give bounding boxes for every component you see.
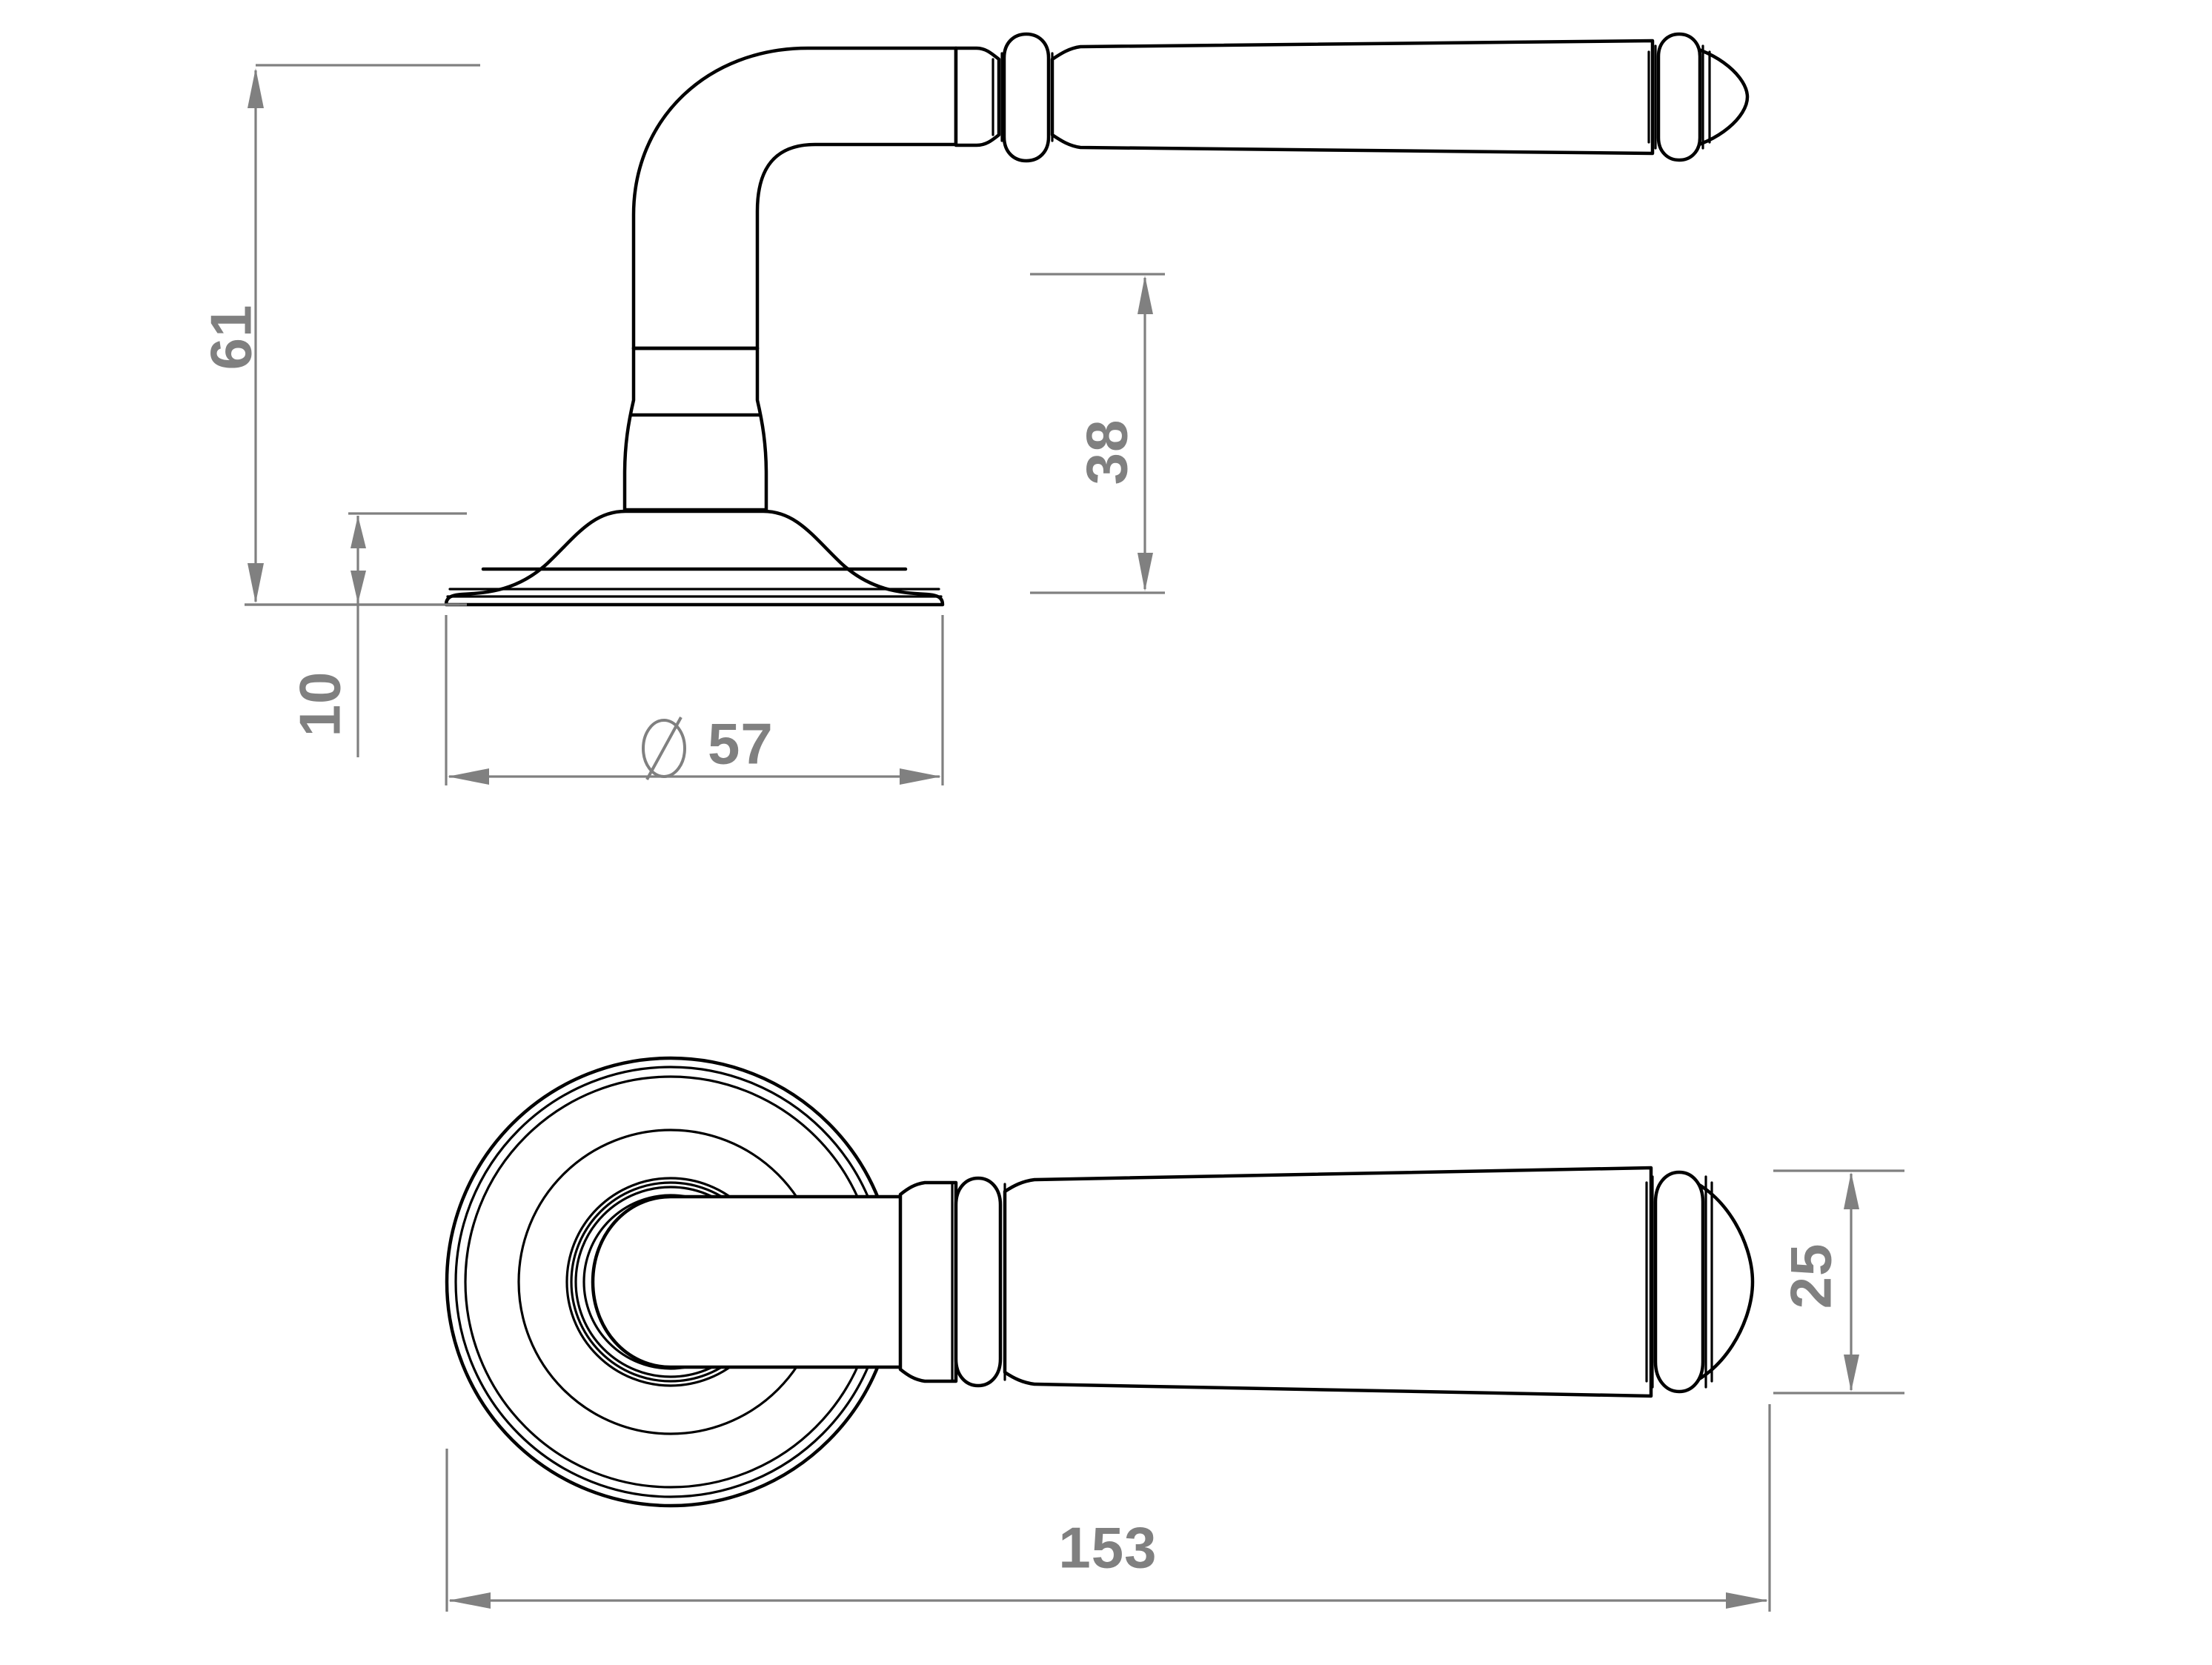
rosette-side-profile [444,509,945,607]
dimension-61: 61 [199,64,480,606]
dim-25-arrow-top [1844,1172,1859,1209]
dimension-10: 10 [245,512,467,757]
dim-10-arrow-bottom [351,571,366,603]
dimension-25: 25 [1773,1169,1904,1395]
dimension-38: 38 [1030,273,1165,594]
lever-arm-side [954,32,1750,163]
dim-57-arrow-right [900,768,941,785]
dimension-153: 153 [445,1404,1771,1612]
dimension-10-label: 10 [288,671,353,737]
dimension-38-label: 38 [1075,419,1140,485]
dim-38-arrow-bottom [1137,553,1153,591]
dim-57-arrow-left [448,768,489,785]
dim-61-arrow-bottom [248,563,264,603]
side-elevation-view [444,32,1750,607]
dimension-153-label: 153 [1058,1515,1157,1581]
dim-61-arrow-top [248,68,264,108]
dim-153-arrow-right [1726,1592,1768,1609]
handle-end-cap-side [1647,32,1750,162]
decorative-collar-plan [898,1176,1014,1388]
dim-38-arrow-top [1137,276,1153,314]
dim-25-arrow-bottom [1844,1355,1859,1392]
lever-neck-plan [591,1194,905,1369]
handle-neck-side [622,346,768,512]
handle-elbow-side [631,46,958,350]
dim-10-arrow-top [351,516,366,548]
dimension-61-label: 61 [199,305,264,370]
dimension-57-label: 57 [708,711,774,777]
handle-end-cap-plan [1645,1170,1755,1394]
plan-view [445,1056,1755,1508]
diameter-symbol-icon [642,717,686,780]
dimension-25-label: 25 [1778,1243,1844,1309]
lever-arm-plan [1003,1166,1653,1398]
dimension-57-diameter: 57 [445,615,944,785]
dim-153-arrow-left [448,1592,491,1609]
